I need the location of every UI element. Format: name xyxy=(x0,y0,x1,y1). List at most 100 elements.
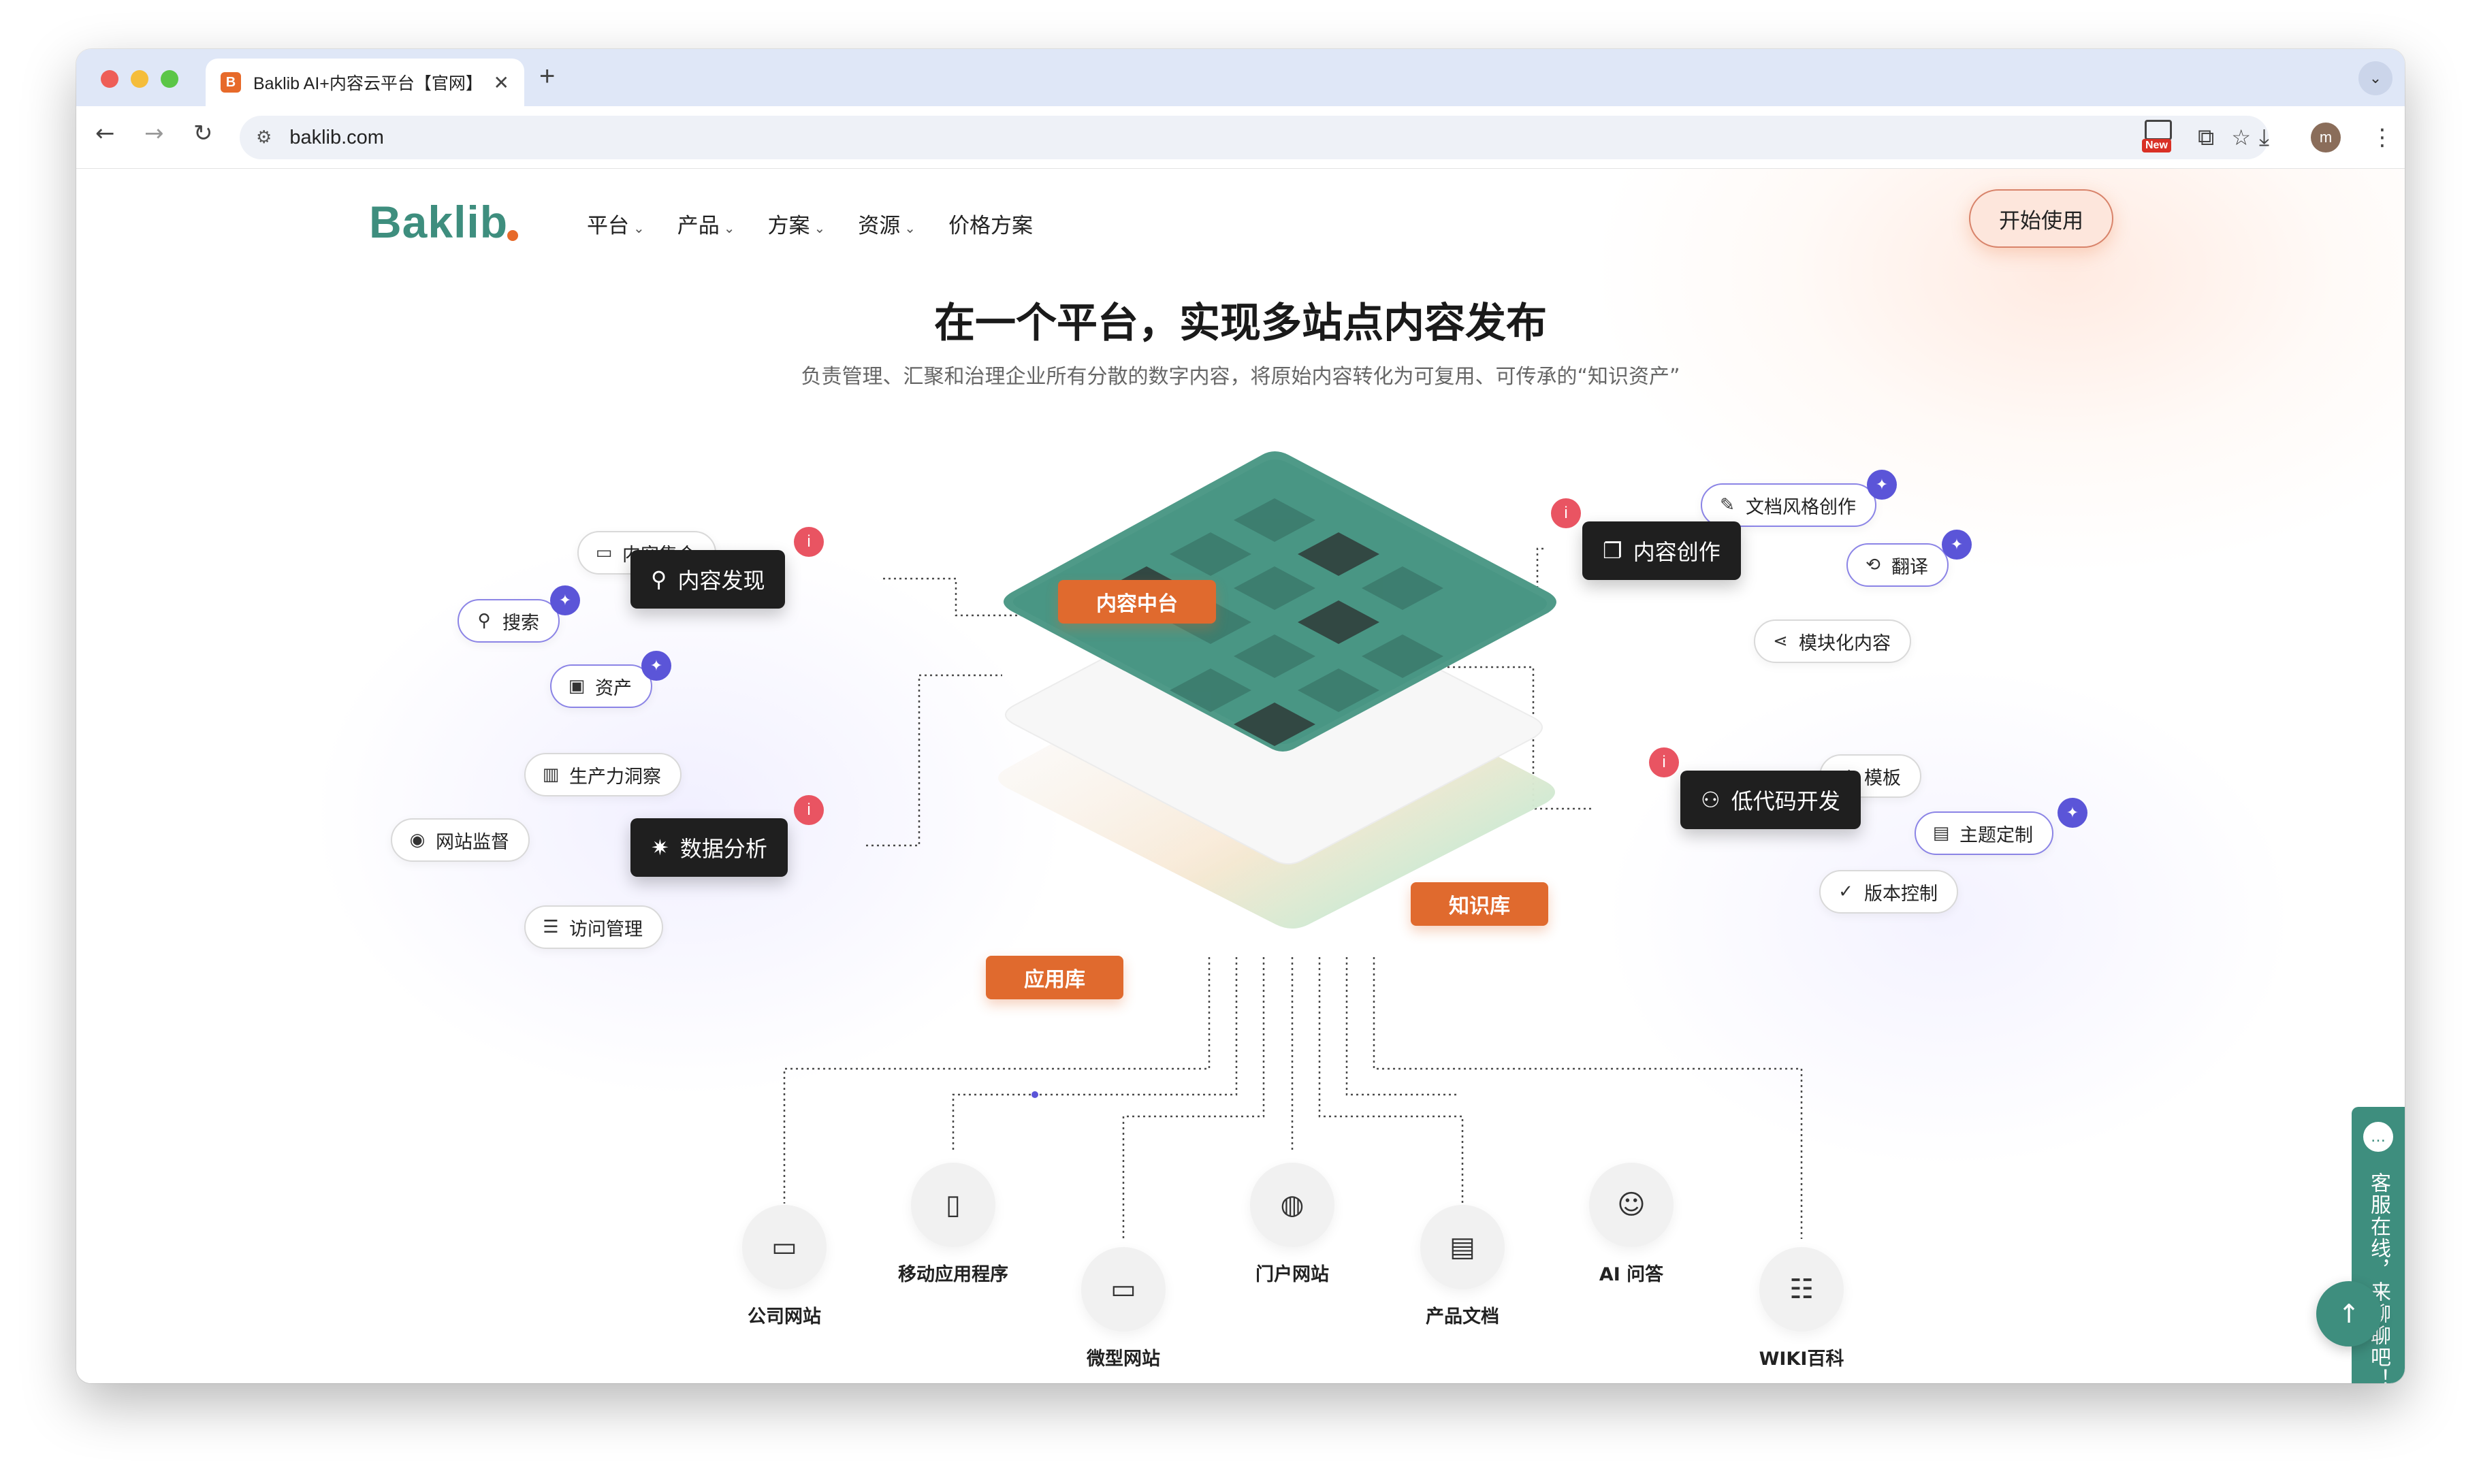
tab-search-chevron-icon[interactable]: ⌄ xyxy=(2358,61,2392,95)
tab-bar: B Baklib AI+内容云平台【官网】 ✕ + ⌄ xyxy=(76,49,2405,106)
ai-sparkle-icon: ✦ xyxy=(2058,798,2087,828)
pill-access-management[interactable]: ☰访问管理 xyxy=(524,905,663,949)
message-square-icon: ▤ xyxy=(1932,823,1950,843)
site-settings-icon[interactable]: ⚙ xyxy=(256,127,272,148)
connector-microsite xyxy=(1122,957,1265,1239)
ai-sparkle-icon: ✦ xyxy=(1942,530,1972,560)
hero-title: 在一个平台，实现多站点内容发布 xyxy=(934,300,1547,347)
connector-company-site xyxy=(783,957,1211,1204)
pill-doc-style-authoring[interactable]: ✎文档风格创作 xyxy=(1701,483,1876,527)
browser-icon: ▭ xyxy=(1081,1247,1166,1332)
connector-wiki xyxy=(1373,957,1803,1239)
chat-bubble-icon: … xyxy=(2363,1122,2393,1152)
connector-discovery xyxy=(883,577,1043,617)
logo-dot xyxy=(507,230,518,241)
browser-icon: ▭ xyxy=(742,1205,827,1289)
ai-sparkle-icon: ✦ xyxy=(1867,470,1897,500)
nav-item-pricing[interactable]: 价格方案 xyxy=(948,214,1034,238)
ai-sparkle-icon: ✦ xyxy=(641,651,671,681)
address-bar[interactable]: ⚙ baklib.com ☆ xyxy=(240,116,2269,159)
close-window-button[interactable] xyxy=(101,70,118,88)
reload-icon[interactable]: ↻ xyxy=(193,120,213,147)
check-circle-icon: ✓ xyxy=(1838,882,1853,902)
pill-site-monitoring[interactable]: ◉网站监督 xyxy=(391,818,530,862)
output-portal-website[interactable]: ◍ 门户网站 xyxy=(1211,1163,1374,1286)
node-content-creation[interactable]: ❐内容创作 xyxy=(1582,521,1741,580)
browser-tab-active[interactable]: B Baklib AI+内容云平台【官网】 ✕ xyxy=(206,59,524,106)
pill-productivity-insights[interactable]: ▥生产力洞察 xyxy=(524,753,682,796)
forward-arrow-icon[interactable]: → xyxy=(144,120,164,147)
pill-translate[interactable]: ⟲翻译 xyxy=(1846,543,1949,587)
baklib-logo[interactable]: Baklib xyxy=(369,197,509,247)
nav-item-product[interactable]: 产品⌄ xyxy=(677,214,735,238)
info-badge[interactable]: i xyxy=(1649,747,1679,777)
browser-menu-icon[interactable]: ⋮ xyxy=(2371,124,2394,151)
get-started-button[interactable]: 开始使用 xyxy=(1969,189,2113,248)
new-tab-button[interactable]: + xyxy=(539,61,556,91)
mobile-icon: ▯ xyxy=(911,1163,995,1247)
connector-lowcode xyxy=(1445,666,1591,810)
maximize-window-button[interactable] xyxy=(161,70,178,88)
profile-avatar[interactable]: m xyxy=(2311,123,2341,152)
node-lowcode-development[interactable]: ⚇低代码开发 xyxy=(1680,771,1861,829)
hub-content-center[interactable]: 内容中台 xyxy=(1058,580,1216,624)
output-microsite[interactable]: ▭ 微型网站 xyxy=(1042,1247,1205,1370)
output-company-website[interactable]: ▭ 公司网站 xyxy=(703,1205,866,1328)
info-badge[interactable]: i xyxy=(794,795,824,825)
share-nodes-icon: ⋖ xyxy=(1773,631,1788,651)
bookmark-star-icon[interactable]: ☆ xyxy=(2231,125,2251,150)
pill-assets[interactable]: ▣资产 xyxy=(550,664,652,708)
output-product-docs[interactable]: ▤ 产品文档 xyxy=(1381,1205,1544,1328)
browser-toolbar: ← → ↻ ⚙ baklib.com ☆ New ⧉ ⤓ m ⋮ xyxy=(76,106,2405,169)
output-ai-qa[interactable]: ☺ AI 问答 xyxy=(1550,1163,1713,1286)
ai-sparkle-icon: ✦ xyxy=(550,585,580,615)
pill-theme-customization[interactable]: ▤主题定制 xyxy=(1915,811,2053,855)
hub-knowledge-base[interactable]: 知识库 xyxy=(1411,882,1548,926)
tab-close-icon[interactable]: ✕ xyxy=(493,71,509,94)
hub-app-library[interactable]: 应用库 xyxy=(986,956,1123,999)
hero-subtitle: 负责管理、汇聚和治理企业所有分散的数字内容，将原始内容转化为可复用、可传承的“知… xyxy=(801,365,1680,389)
info-badge[interactable]: i xyxy=(794,527,824,557)
search-icon: ⚲ xyxy=(651,566,667,592)
nav-item-platform[interactable]: 平台⌄ xyxy=(587,214,645,238)
output-wiki[interactable]: ☷ WIKI百科 xyxy=(1720,1247,1883,1370)
chevron-down-icon: ⌄ xyxy=(633,220,645,236)
pill-search[interactable]: ⚲搜索 xyxy=(458,599,560,643)
connector-product-docs xyxy=(1318,957,1464,1204)
webpage: Baklib 平台⌄ 产品⌄ 方案⌄ 资源⌄ 价格方案 开始使用 在一个平台，实… xyxy=(76,169,2405,1383)
search-icon: ⚲ xyxy=(477,611,491,631)
connector-ai-qa xyxy=(1345,957,1460,1096)
nav-item-resources[interactable]: 资源⌄ xyxy=(858,214,916,238)
list-icon: ☰ xyxy=(543,917,559,937)
url-text: baklib.com xyxy=(289,126,384,148)
folder-icon: ▭ xyxy=(595,543,613,563)
platform-diagram xyxy=(783,451,1803,1239)
info-badge[interactable]: i xyxy=(1551,498,1581,528)
translate-icon: ⟲ xyxy=(1866,555,1880,575)
browser-window: B Baklib AI+内容云平台【官网】 ✕ + ⌄ ← → ↻ ⚙ bakl… xyxy=(76,49,2405,1383)
output-mobile-app[interactable]: ▯ 移动应用程序 xyxy=(871,1163,1035,1286)
sparkle-gear-icon: ✷ xyxy=(651,835,669,860)
pen-icon: ✎ xyxy=(1720,495,1735,515)
globe-icon: ◍ xyxy=(1250,1163,1334,1247)
image-icon: ▣ xyxy=(568,676,586,696)
connector-analytics xyxy=(866,674,1002,847)
nav-item-solutions[interactable]: 方案⌄ xyxy=(767,214,826,238)
new-extension-icon[interactable]: New xyxy=(2142,118,2176,152)
download-icon[interactable]: ⤓ xyxy=(2259,124,2270,151)
extensions-puzzle-icon[interactable]: ⧉ xyxy=(2198,124,2215,151)
scroll-to-top-button[interactable]: ↑ xyxy=(2316,1281,2382,1346)
chat-icon: ☺ xyxy=(1589,1163,1674,1247)
platform-stack-illustration xyxy=(998,451,1556,929)
minimize-window-button[interactable] xyxy=(131,70,148,88)
node-data-analytics[interactable]: ✷数据分析 xyxy=(630,818,788,877)
node-content-discovery[interactable]: ⚲内容发现 xyxy=(630,550,786,609)
eye-icon: ◉ xyxy=(409,830,426,850)
pill-version-control[interactable]: ✓版本控制 xyxy=(1819,870,1958,914)
users-icon: ⚇ xyxy=(1701,787,1720,813)
database-icon: ☷ xyxy=(1759,1247,1844,1332)
pill-modular-content[interactable]: ⋖模块化内容 xyxy=(1754,619,1911,663)
copy-documents-icon: ❐ xyxy=(1603,538,1622,564)
back-arrow-icon[interactable]: ← xyxy=(95,120,115,147)
document-icon: ▤ xyxy=(1420,1205,1505,1289)
